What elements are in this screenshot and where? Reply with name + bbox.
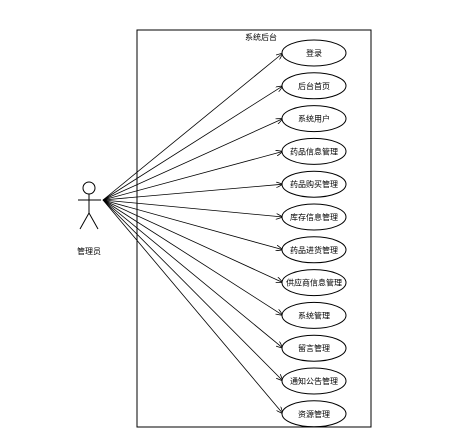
- actor-head: [82, 181, 96, 195]
- use-case-drug-inbound: 药品进货管理: [281, 236, 347, 264]
- association-drug-purchase: [102, 184, 283, 201]
- use-case-label: 通知公告管理: [290, 376, 338, 386]
- association-supplier-info: [102, 199, 283, 283]
- association-resource-mgmt: [102, 199, 283, 414]
- use-case-label: 资源管理: [298, 409, 330, 419]
- use-case-notice-mgmt: 通知公告管理: [281, 367, 347, 395]
- association-system-mgmt: [102, 199, 283, 315]
- use-case-label: 系统用户: [298, 114, 330, 124]
- use-case-ellipse: [281, 269, 347, 297]
- use-case-label: 留言管理: [298, 343, 330, 353]
- association-message-mgmt: [102, 199, 283, 348]
- use-case-label: 库存信息管理: [290, 212, 338, 222]
- association-home: [102, 86, 283, 201]
- use-case-ellipse: [281, 137, 347, 165]
- use-case-label: 药品信息管理: [290, 146, 338, 156]
- association-login: [102, 53, 283, 201]
- use-case-ellipse: [281, 400, 347, 428]
- use-case-label: 药品进货管理: [290, 245, 338, 255]
- use-case-system-mgmt: 系统管理: [281, 301, 347, 329]
- use-case-ellipse: [281, 301, 347, 329]
- use-case-stock-info: 库存信息管理: [281, 203, 347, 231]
- use-case-drug-info: 药品信息管理: [281, 137, 347, 165]
- actor-left-leg: [79, 212, 90, 230]
- use-cases: 登录后台首页系统用户药品信息管理药品购买管理库存信息管理药品进货管理供应商信息管…: [281, 39, 347, 428]
- actor-label: 管理员: [77, 246, 101, 256]
- use-case-label: 系统管理: [298, 310, 330, 320]
- associations: [102, 53, 283, 414]
- system-title: 系统后台: [245, 32, 277, 42]
- use-case-drug-purchase: 药品购买管理: [281, 170, 347, 198]
- use-case-label: 药品购买管理: [290, 179, 338, 189]
- use-case-resource-mgmt: 资源管理: [281, 400, 347, 428]
- use-case-ellipse: [281, 105, 347, 133]
- association-drug-info: [102, 151, 283, 201]
- use-case-ellipse: [281, 39, 347, 67]
- actor-right-leg: [88, 212, 99, 230]
- use-case-login: 登录: [281, 39, 347, 67]
- use-case-message-mgmt: 留言管理: [281, 334, 347, 362]
- association-stock-info: [102, 199, 283, 217]
- association-drug-inbound: [102, 199, 283, 250]
- use-case-ellipse: [281, 367, 347, 395]
- use-case-ellipse: [281, 334, 347, 362]
- use-case-supplier-info: 供应商信息管理: [281, 269, 347, 297]
- use-case-home: 后台首页: [281, 72, 347, 100]
- association-notice-mgmt: [102, 199, 283, 381]
- use-case-label: 后台首页: [298, 81, 330, 91]
- use-case-ellipse: [281, 170, 347, 198]
- use-case-users: 系统用户: [281, 105, 347, 133]
- use-case-ellipse: [281, 203, 347, 231]
- use-case-label: 供应商信息管理: [286, 278, 342, 288]
- use-case-label: 登录: [306, 48, 322, 58]
- use-case-ellipse: [281, 236, 347, 264]
- association-users: [102, 119, 283, 201]
- actor-admin: 管理员: [77, 181, 101, 256]
- use-case-ellipse: [281, 72, 347, 100]
